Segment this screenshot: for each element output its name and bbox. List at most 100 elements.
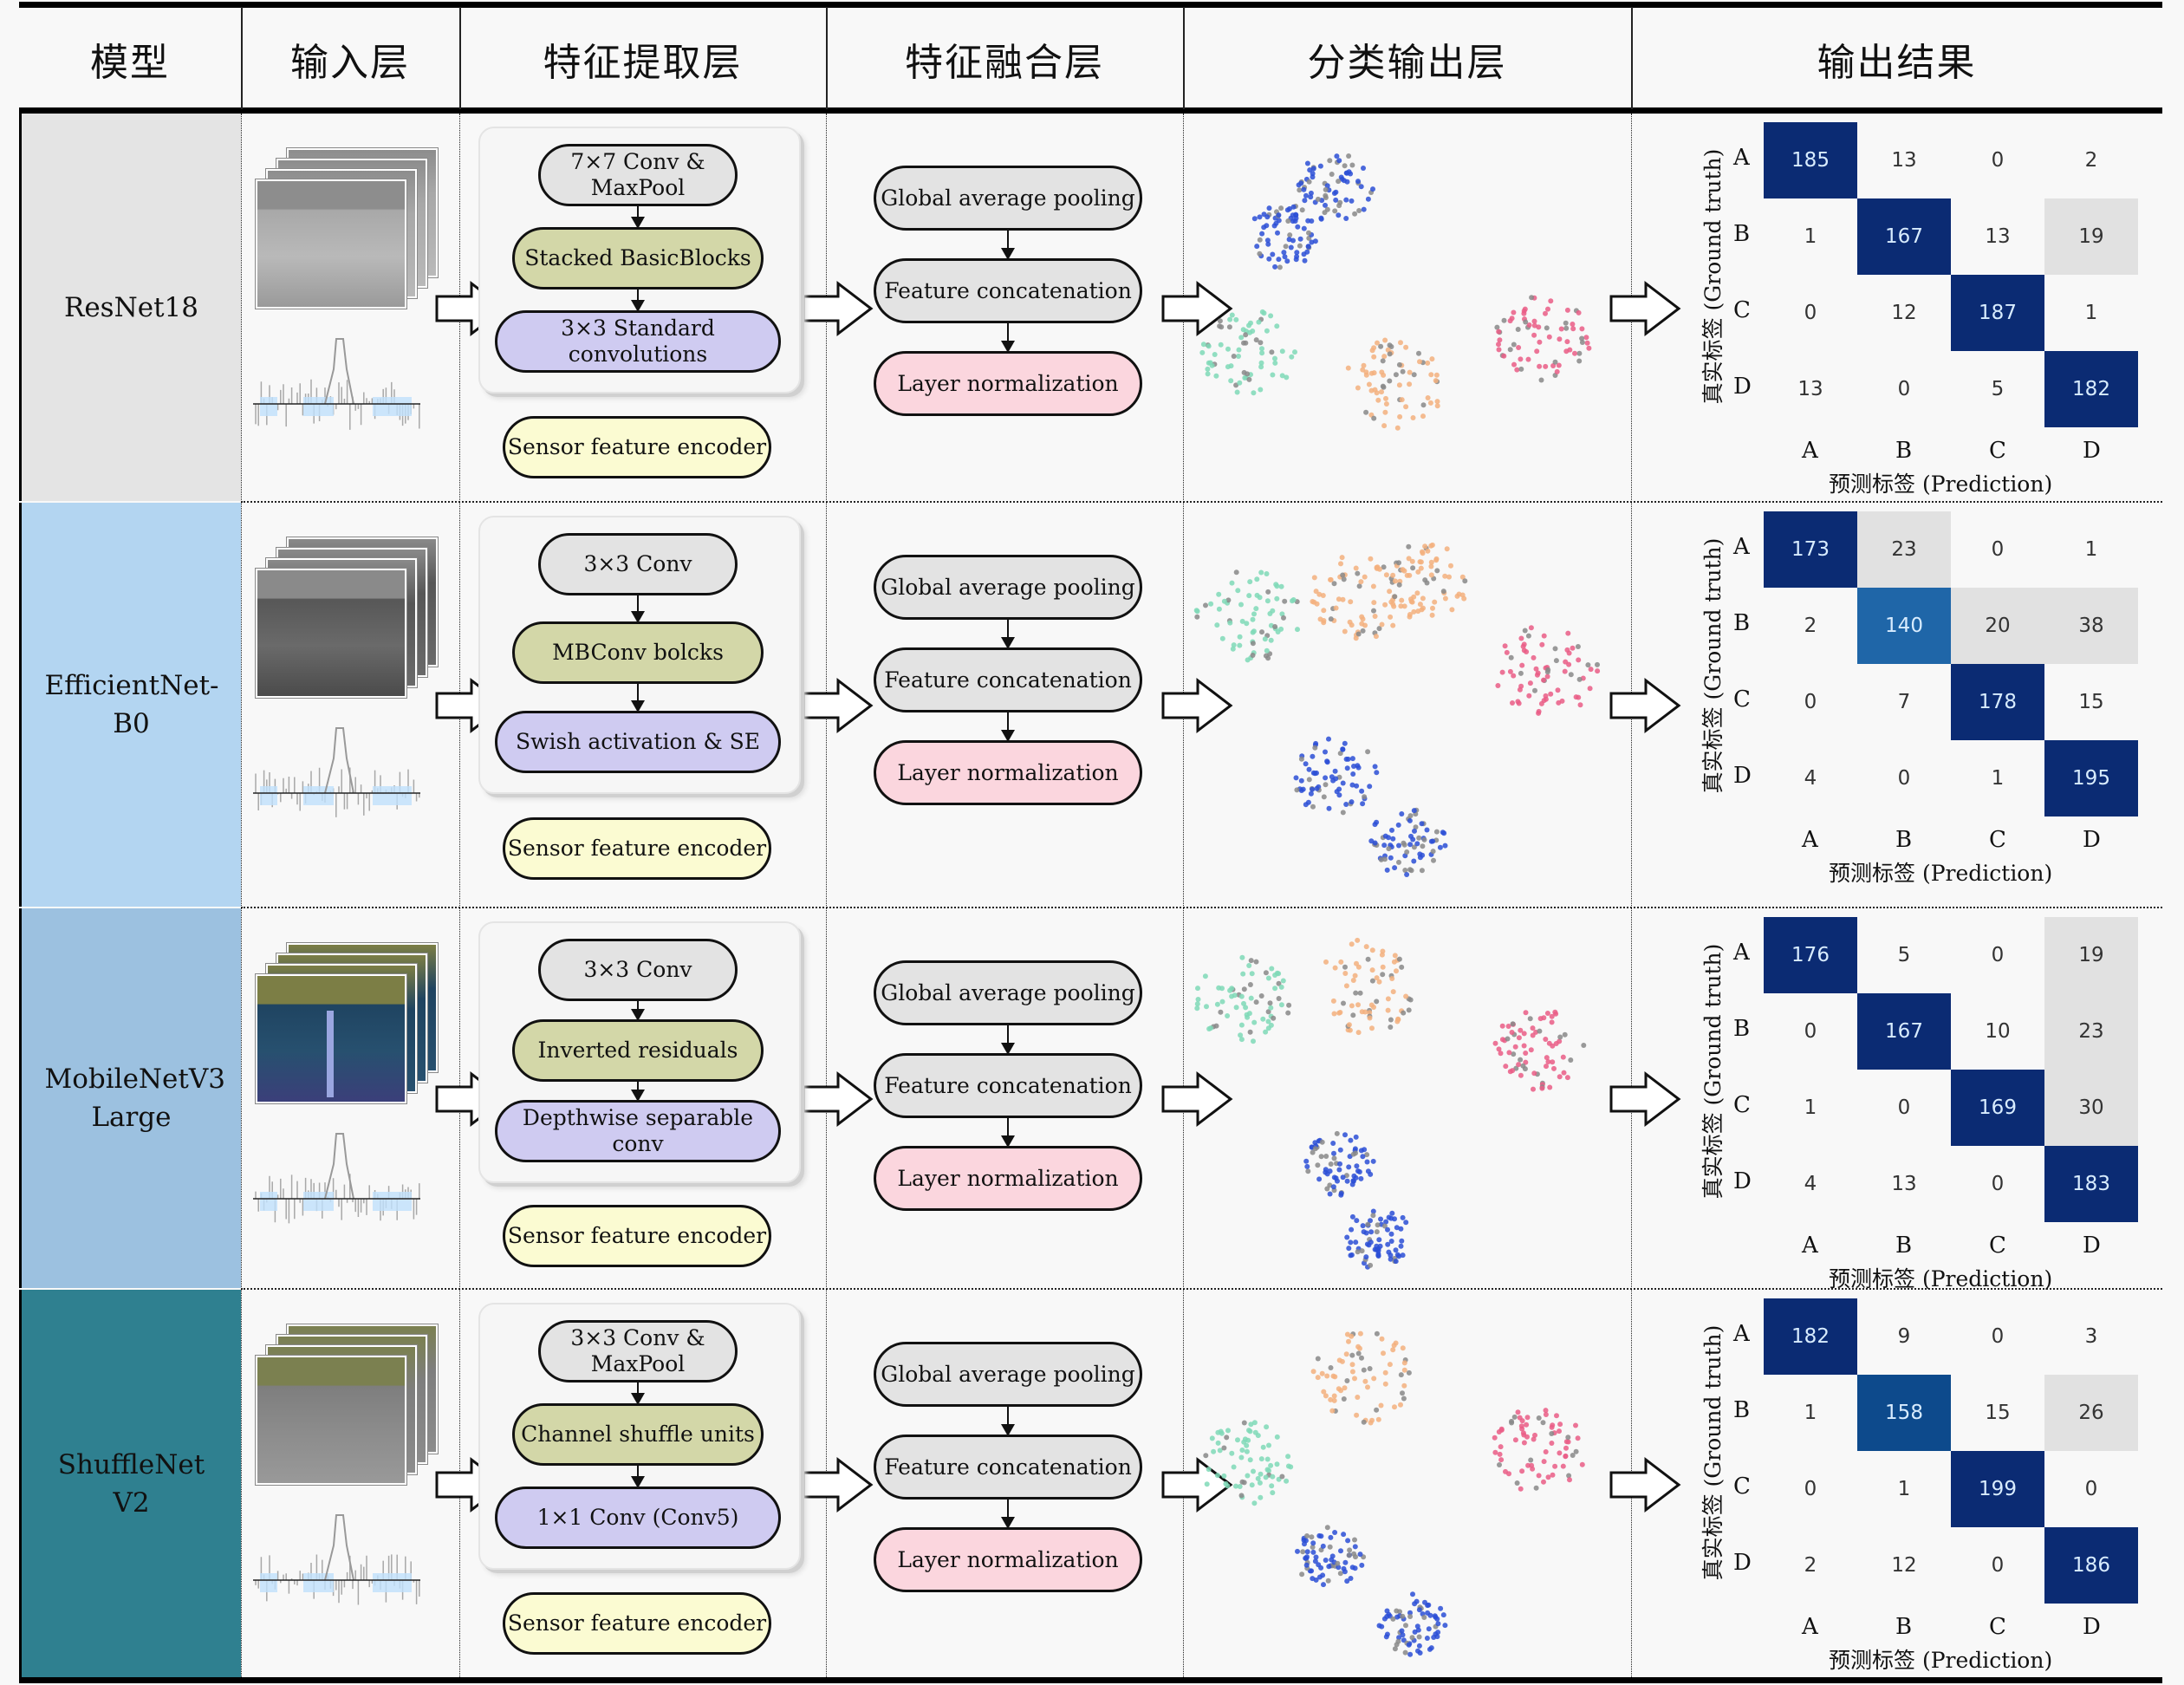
scatter-point: [1266, 205, 1272, 211]
scatter-point: [1323, 186, 1329, 192]
scatter-point: [1330, 998, 1336, 1004]
fusion-node: Global average pooling: [874, 166, 1142, 231]
scatter-point: [1414, 841, 1420, 847]
scatter-point: [1310, 753, 1316, 759]
scatter-point: [1425, 1603, 1431, 1609]
scatter-point: [1349, 198, 1355, 204]
scatter-point: [1507, 347, 1513, 353]
scatter-point: [1225, 364, 1231, 370]
scatter-point: [1247, 1029, 1253, 1035]
scatter-point: [1240, 971, 1246, 977]
scatter-point: [1376, 566, 1382, 572]
scatter-point: [1349, 941, 1355, 947]
scatter-point: [1428, 559, 1434, 565]
scatter-point: [1319, 1370, 1325, 1376]
scatter-point: [1355, 179, 1361, 185]
scatter-point: [1541, 677, 1546, 683]
confusion-cell: 13: [1797, 378, 1823, 400]
scatter-point: [1401, 1010, 1407, 1016]
scatter-point: [1237, 634, 1243, 640]
scatter-point: [1286, 1002, 1292, 1008]
scatter-point: [1346, 1552, 1352, 1558]
scatter-point: [1337, 1161, 1342, 1167]
scatter-point: [1528, 1457, 1534, 1463]
scatter-point: [1444, 546, 1450, 552]
confusion-row-label: A: [1733, 1321, 1750, 1347]
scatter-point: [1433, 1631, 1439, 1637]
scatter-point: [1576, 676, 1583, 682]
scatter-point: [1276, 996, 1282, 1001]
scatter-point: [1251, 1468, 1256, 1474]
scatter-point: [1290, 597, 1297, 602]
scatter-point: [1342, 1385, 1348, 1391]
scatter-point: [1352, 211, 1358, 217]
scatter-point: [1537, 363, 1543, 369]
confusion-row-label: C: [1733, 1474, 1751, 1500]
scatter-point: [1251, 1038, 1256, 1044]
scatter-point: [1349, 1362, 1355, 1368]
scatter-point: [1290, 237, 1296, 244]
extraction-node: MBConv bolcks: [512, 621, 764, 685]
scatter-point: [1379, 1336, 1385, 1342]
scatter-point: [1382, 409, 1388, 415]
scatter-point: [1552, 1463, 1558, 1469]
scatter-point: [1371, 608, 1376, 614]
scatter-point: [1213, 373, 1219, 379]
confusion-cell: 0: [1991, 1325, 2005, 1348]
model-name: MobileNetV3 Large: [44, 1064, 225, 1133]
scatter-point: [1329, 172, 1335, 177]
scatter-point: [1363, 1254, 1369, 1260]
scatter-point: [1251, 611, 1257, 617]
scatter-point: [1345, 1027, 1351, 1033]
flow-arrow-icon: [1001, 1118, 1015, 1148]
scatter-point: [1386, 1214, 1392, 1220]
scatter-point: [1259, 629, 1264, 635]
scatter-point: [1404, 572, 1410, 578]
scatter-point: [1432, 599, 1438, 605]
scatter-point: [1376, 979, 1382, 985]
scatter-point: [1331, 1397, 1337, 1403]
scatter-point: [1430, 605, 1435, 611]
scatter-point: [1343, 197, 1349, 203]
scatter-point: [1305, 1168, 1311, 1174]
scatter-point: [1413, 824, 1419, 830]
scatter-point: [1264, 1456, 1271, 1462]
scatter-point: [1347, 619, 1353, 625]
scatter-point: [1515, 327, 1521, 332]
scatter-point: [1355, 1002, 1361, 1008]
scatter-point: [1403, 344, 1409, 350]
confusion-cell: 3: [2084, 1325, 2098, 1348]
scatter-point: [1394, 1608, 1400, 1614]
scatter-point: [1404, 849, 1410, 855]
fusion-to-classification-arrow-icon: [1161, 280, 1233, 336]
fusion-node: Layer normalization: [874, 1527, 1142, 1592]
scatter-point: [1351, 764, 1356, 769]
scatter-point: [1359, 788, 1365, 794]
scatter-point: [1380, 383, 1386, 389]
scatter-point: [1315, 1356, 1321, 1362]
scatter-point: [1264, 1424, 1270, 1430]
scatter-point: [1248, 958, 1254, 964]
scatter-point: [1529, 295, 1535, 301]
scatter-point: [1256, 319, 1262, 325]
scatter-point: [1344, 1234, 1350, 1240]
scatter-point: [1570, 322, 1576, 327]
scatter-point: [1531, 1070, 1537, 1077]
sensor-feature-encoder-node: Sensor feature encoder: [503, 415, 771, 478]
scatter-point: [1407, 1614, 1414, 1619]
scatter-point: [1328, 1396, 1334, 1402]
scatter-point: [1357, 990, 1363, 996]
scatter-point: [1355, 1395, 1361, 1400]
scatter-point: [1285, 218, 1291, 224]
scatter-point: [1255, 1475, 1261, 1481]
extraction-node: Depthwise separable conv: [495, 1099, 781, 1162]
scatter-point: [1568, 1057, 1574, 1063]
scatter-point: [1288, 244, 1294, 250]
scatter-point: [1575, 1435, 1581, 1441]
scatter-point: [1400, 1345, 1406, 1351]
scatter-point: [1257, 237, 1263, 243]
scatter-point: [1494, 324, 1500, 330]
scatter-point: [1519, 1468, 1525, 1474]
scatter-point: [1374, 1407, 1380, 1413]
scatter-point: [1264, 237, 1271, 244]
